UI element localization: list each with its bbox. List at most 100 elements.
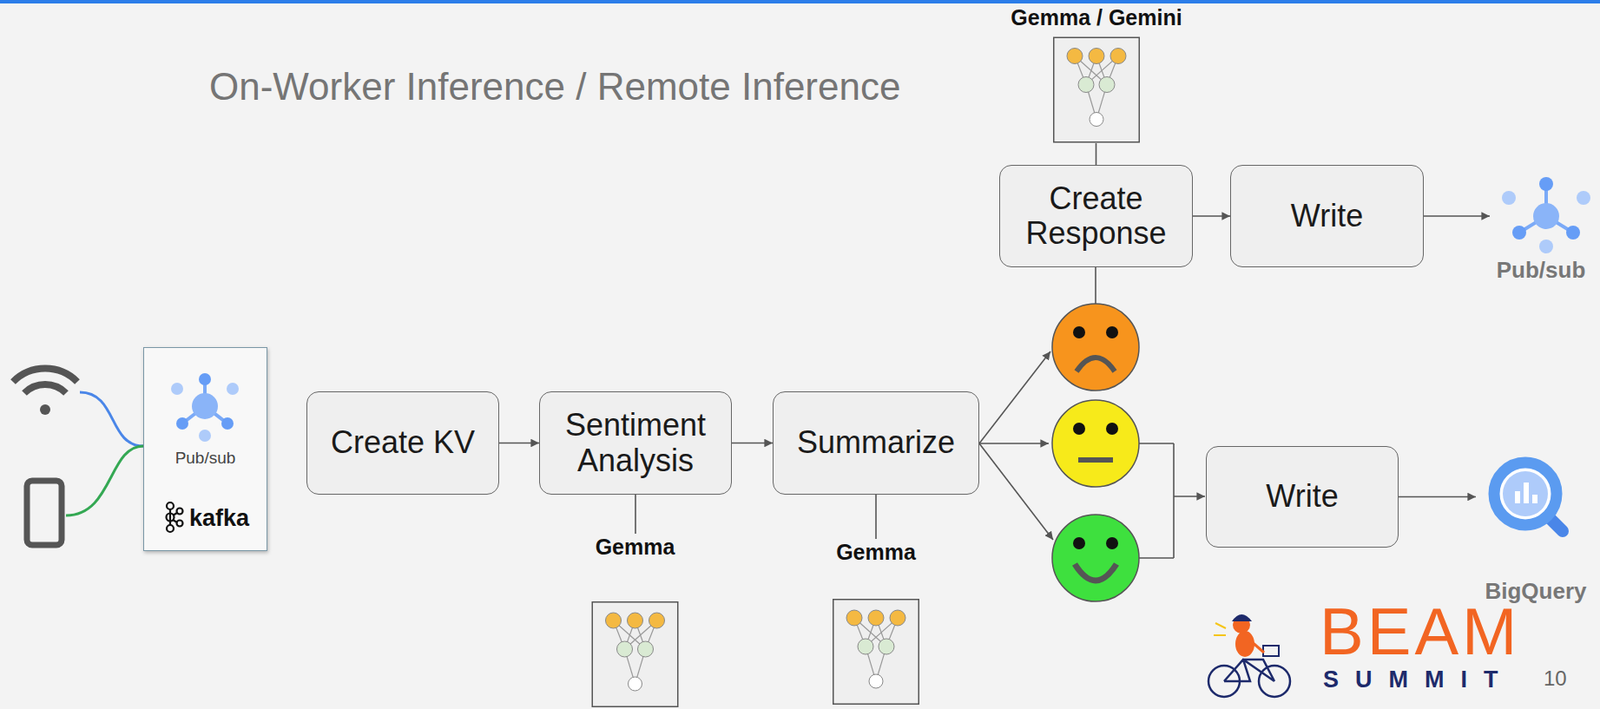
process-box: Write: [1230, 164, 1424, 268]
pubsub-icon: [1512, 225, 1527, 240]
node-label: Gemma: [595, 533, 676, 560]
pubsub-icon: [221, 417, 234, 430]
pubsub-icon: [182, 379, 228, 424]
sad-face: [1052, 303, 1140, 391]
neutral-face: [1052, 400, 1140, 488]
model-box: Gemma / Gemini: [1007, 4, 1185, 144]
logo-text: BEAM: [1319, 599, 1521, 666]
pubsub-icon: [1519, 184, 1574, 233]
kafka-logo: [166, 502, 174, 510]
phone-icon: [26, 480, 62, 546]
label-holder: BEAM: [1319, 599, 1521, 666]
happy-face: [1074, 564, 1117, 581]
sentiment-arrows: [1173, 495, 1205, 498]
pubsub-icon: [198, 373, 211, 386]
model-box: Gemma: [591, 533, 679, 708]
connector: [1192, 215, 1231, 218]
kafka-logo: [166, 513, 175, 522]
label-holder: 10: [1543, 668, 1568, 690]
pubsub-icon: [171, 373, 239, 442]
node-label: Gemma / Gemini: [1010, 4, 1182, 31]
connector: [875, 494, 877, 540]
model-icon: [1053, 37, 1140, 143]
bigquery-icon: [1514, 491, 1521, 504]
sentiment-arrows: [1172, 443, 1175, 559]
sink-icon: BigQuery: [1475, 451, 1596, 608]
pubsub-icon: [176, 417, 189, 430]
pubsub-icon: [1539, 239, 1554, 254]
pubsub-icon: [191, 393, 218, 420]
neutral-face: [1106, 422, 1119, 435]
source-box: Pub/subkafka: [143, 347, 268, 552]
sad-face: [1076, 357, 1115, 372]
happy-face: [1106, 537, 1119, 550]
pubsub-icon: [1539, 177, 1554, 191]
kafka-logo: [177, 520, 184, 527]
neutral-face: [1052, 400, 1140, 488]
kafka-logo: [177, 508, 184, 515]
kafka-logo: [169, 509, 172, 526]
connector: [1398, 496, 1476, 499]
mascot: [1208, 614, 1291, 698]
label-holder: SUMMIT: [1323, 668, 1515, 692]
pubsub-icon: [226, 382, 239, 396]
phone-icon: [26, 480, 62, 546]
pubsub-icon: [1533, 203, 1560, 230]
sentiment-arrows: [1139, 557, 1174, 560]
sentiment-arrows: [1139, 442, 1174, 445]
happy-face: [1052, 514, 1140, 602]
source-wire: [79, 392, 144, 447]
model-icon: [592, 602, 679, 708]
node-label: BigQuery: [1484, 578, 1587, 606]
mascot: [1263, 645, 1279, 657]
wifi-icon: [39, 404, 51, 415]
sad-face: [1073, 326, 1086, 339]
title-holder: On-Worker Inference / Remote Inference: [209, 64, 901, 111]
box-label: Create KV: [322, 425, 484, 461]
wifi-icon: [13, 368, 78, 382]
sentiment-arrows: [979, 442, 1049, 445]
process-box: Create KV: [306, 391, 500, 495]
connector: [499, 442, 540, 445]
source-box-fill: [143, 347, 268, 552]
node-label: Gemma: [836, 539, 916, 566]
wifi-icon: [24, 384, 66, 394]
connector: [1095, 143, 1098, 165]
process-box: Sentiment Analysis: [539, 391, 732, 495]
logo-text: SUMMIT: [1323, 668, 1515, 692]
sad-face: [1052, 303, 1140, 391]
box-label: Write: [1257, 479, 1347, 514]
pubsub-icon: [171, 382, 184, 396]
node-label: kafka: [189, 504, 250, 533]
slide-title: On-Worker Inference / Remote Inference: [209, 64, 901, 111]
sink-icon: Pub/sub: [1489, 173, 1593, 287]
top-bar: [0, 0, 1600, 4]
happy-face: [1073, 537, 1086, 550]
mascot: [1231, 614, 1252, 622]
pubsub-icon: [1566, 225, 1581, 240]
kafka-logo: [166, 525, 174, 533]
connector: [731, 442, 773, 445]
mascot: [1250, 640, 1265, 653]
process-box: Write: [1205, 446, 1399, 548]
process-box: Summarize: [772, 391, 980, 495]
neutral-face: [1078, 457, 1113, 463]
box-label: Create Response: [1000, 181, 1192, 252]
bigquery-icon: [1494, 462, 1563, 532]
process-box: Create Response: [999, 164, 1193, 268]
pubsub-icon: [1501, 177, 1591, 254]
bigquery-icon: [1523, 482, 1529, 504]
bigquery-icon: [1494, 462, 1557, 526]
page-number: 10: [1543, 668, 1568, 690]
pubsub-icon: [198, 429, 211, 442]
mascot: [1235, 631, 1255, 658]
connector: [634, 494, 637, 534]
sentiment-arrows: [979, 443, 1054, 540]
mascot: [1213, 623, 1226, 636]
source-wire: [65, 446, 144, 516]
box-label: Summarize: [788, 425, 964, 461]
pubsub-icon: [1501, 190, 1516, 205]
neutral-face: [1073, 422, 1086, 435]
box-label: Write: [1282, 198, 1372, 234]
